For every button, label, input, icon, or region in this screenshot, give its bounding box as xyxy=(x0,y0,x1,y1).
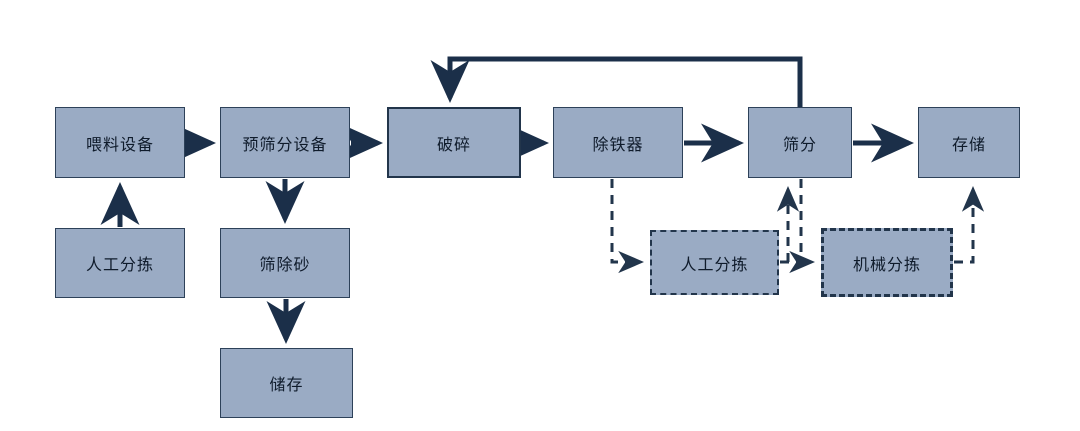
node-label-sand-screen: 筛除砂 xyxy=(259,257,311,274)
node-machine-sort[interactable]: 机械分拣 xyxy=(821,228,953,297)
node-storage[interactable]: 存储 xyxy=(918,107,1020,178)
node-label-machine-sort: 机械分拣 xyxy=(852,256,921,274)
node-label-storage: 存储 xyxy=(951,136,986,154)
node-label-deiron: 除铁器 xyxy=(592,136,644,154)
node-label-screen: 筛分 xyxy=(782,136,817,154)
edge-machine-sort-to-storage xyxy=(954,185,985,264)
node-deiron[interactable]: 除铁器 xyxy=(553,107,683,178)
edge-screen-to-crush-recycle xyxy=(430,56,803,107)
edge-screen-to-machine-sort xyxy=(799,179,812,264)
node-label-store: 储存 xyxy=(269,377,304,394)
node-crush[interactable]: 破碎 xyxy=(387,107,521,178)
node-label-presort: 预筛分设备 xyxy=(242,136,328,154)
node-sand-screen[interactable]: 筛除砂 xyxy=(220,228,350,298)
node-presort[interactable]: 预筛分设备 xyxy=(220,107,350,178)
node-label-manual-sort-2: 人工分拣 xyxy=(680,256,749,274)
node-label-crush: 破碎 xyxy=(436,136,471,154)
node-feed[interactable]: 喂料设备 xyxy=(55,107,185,178)
node-store[interactable]: 储存 xyxy=(220,348,353,418)
node-label-feed: 喂料设备 xyxy=(85,136,154,154)
node-manual-sort-2[interactable]: 人工分拣 xyxy=(650,230,779,295)
node-label-manual-sort-1: 人工分拣 xyxy=(85,257,154,274)
node-screen[interactable]: 筛分 xyxy=(748,107,852,178)
edge-deiron-to-manual-sort-2 xyxy=(610,179,645,274)
node-manual-sort-1[interactable]: 人工分拣 xyxy=(55,228,185,298)
